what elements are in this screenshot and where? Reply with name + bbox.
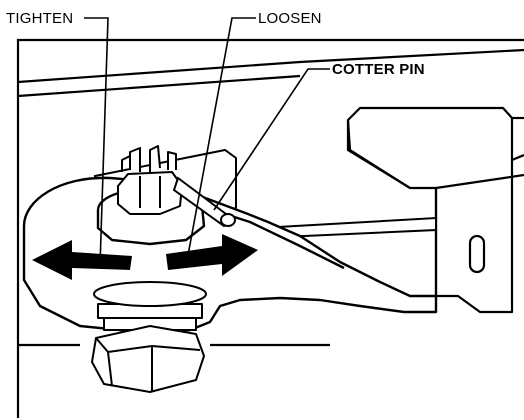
loosen-leader [185,17,256,267]
tighten-leader [84,17,109,267]
leader-lines [84,17,330,267]
bracket-rail [17,48,524,347]
tighten-label: TIGHTEN [6,10,74,27]
lower-rail [259,216,437,239]
castle-nut [117,145,183,215]
tighten-arrow [32,240,132,280]
cotter-pin-label: COTTER PIN [332,61,425,78]
loosen-arrow [166,234,258,276]
loosen-label: LOOSEN [258,10,322,27]
washer [93,281,207,307]
cotter-pin [172,176,236,228]
slot-hole [468,234,486,274]
lower-nut [91,303,205,393]
cotter-pin-leader [213,68,330,211]
right-bracket [346,106,524,314]
figure-frame [16,38,524,418]
